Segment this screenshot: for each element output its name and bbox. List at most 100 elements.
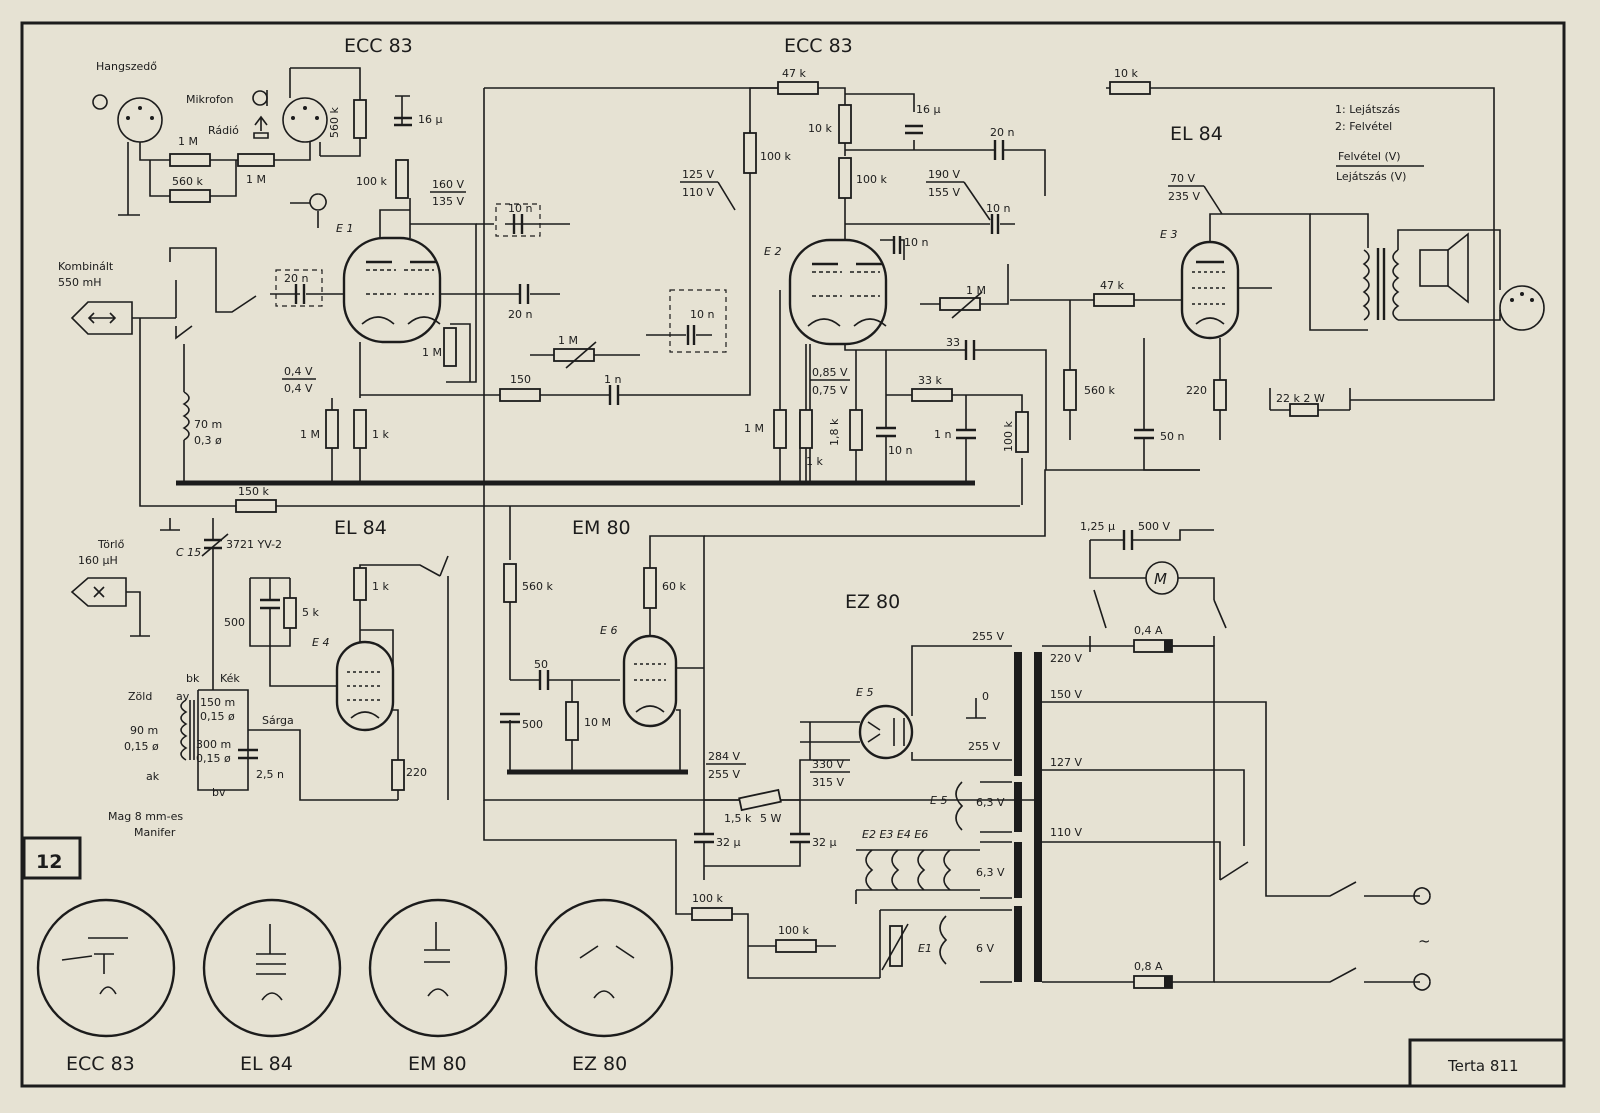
tube-label-el84-output: EL 84 <box>1170 123 1223 145</box>
label-fuse-04a: 0,4 A <box>1134 624 1163 637</box>
label-1n-a: 1 n <box>604 373 621 386</box>
label-220-b: 220 <box>406 766 427 779</box>
label-c15: C 15 <box>176 546 201 559</box>
label-22k-2w: 22 k 2 W <box>1276 392 1325 405</box>
resistor-100k-f <box>775 939 817 953</box>
resistor-220-b <box>391 759 405 791</box>
resistor-1m-c <box>325 409 339 449</box>
resistor-100k-d <box>1015 411 1029 453</box>
page-number: 12 <box>36 851 62 873</box>
combined-head-label: Kombinált <box>58 260 114 273</box>
speaker-icon <box>1419 232 1469 304</box>
resistor-15k-5w <box>738 788 782 812</box>
label-10k-a: 10 k <box>808 122 832 135</box>
tube-e5-designator: E 5 <box>856 686 873 699</box>
resistor-560k-c <box>1063 369 1077 411</box>
label-125v: 125 V <box>682 168 714 181</box>
erase-head-icon <box>70 577 127 607</box>
resistor-1k-c <box>353 567 367 601</box>
label-50: 50 <box>534 658 548 671</box>
label-04v-a: 0,4 V <box>284 365 313 378</box>
label-330v: 330 V <box>812 758 844 771</box>
fuse-04a <box>1133 639 1173 653</box>
label-1m-c: 1 M <box>300 428 320 441</box>
label-coil-70m: 70 m <box>194 418 222 431</box>
label-pot-1m-b: 1 M <box>966 284 986 297</box>
pinout-ez80: EZ 80 <box>534 898 674 1075</box>
label-47k-b: 47 k <box>1100 279 1124 292</box>
label-coil-w2a: 150 m <box>200 696 235 709</box>
label-t6: 6 V <box>976 942 994 955</box>
label-220-a: 220 <box>1186 384 1207 397</box>
resistor-1k-b <box>799 409 813 449</box>
label-heater-e5: E 5 <box>930 794 947 807</box>
label-1n-b: 1 n <box>934 428 951 441</box>
label-p127: 127 V <box>1050 756 1082 769</box>
label-p110: 110 V <box>1050 826 1082 839</box>
label-20n-a: 20 n <box>284 272 308 285</box>
label-560k-a: 560 k <box>172 175 203 188</box>
label-560k-c: 560 k <box>1084 384 1115 397</box>
label-100k-a: 100 k <box>356 175 387 188</box>
combined-head-icon <box>70 301 133 335</box>
combined-head-inductance: 550 mH <box>58 276 101 289</box>
label-t63b: 6,3 V <box>976 866 1005 879</box>
tube-e1: E 1 <box>336 222 442 344</box>
legend-volt-top: Felvétel (V) <box>1338 150 1401 163</box>
label-coil-w3a: 300 m <box>196 738 231 751</box>
label-core-2: Manifer <box>134 826 176 839</box>
label-085v: 0,85 V <box>812 366 848 379</box>
tube-label-ecc83-second: ECC 83 <box>784 35 853 57</box>
pinout-label-el84: EL 84 <box>240 1053 293 1075</box>
tube-e5: E 5 <box>856 686 914 760</box>
tube-e4: E 4 <box>312 636 395 732</box>
label-p220: 220 V <box>1050 652 1082 665</box>
label-20n-b: 20 n <box>508 308 532 321</box>
resistor-100k-c <box>838 157 852 199</box>
pinout-label-ecc83: ECC 83 <box>66 1053 135 1075</box>
label-10n-b: 10 n <box>690 308 714 321</box>
resistor-1m-d <box>443 327 457 367</box>
power-transformer <box>1014 652 1042 982</box>
erase-head-label: Törlő <box>97 538 125 551</box>
label-15k: 1,5 k <box>724 812 752 825</box>
motor-label: M <box>1154 570 1167 588</box>
legend-record: 2: Felvétel <box>1335 120 1392 133</box>
resistor-1m-e <box>773 409 787 449</box>
sheet-border <box>20 21 1566 1088</box>
label-t63a: 6,3 V <box>976 796 1005 809</box>
radio-antenna-icon <box>253 115 269 139</box>
legend-play: 1: Lejátszás <box>1335 103 1400 116</box>
label-255v-a: 255 V <box>708 768 740 781</box>
label-160v: 160 V <box>432 178 464 191</box>
tube-e1-designator: E 1 <box>336 222 353 235</box>
label-110v: 110 V <box>682 186 714 199</box>
label-heaters: E2 E3 E4 E6 <box>862 828 928 841</box>
tube-e3: E 3 <box>1160 228 1240 340</box>
label-25n: 2,5 n <box>256 768 284 781</box>
resistor-47k-b <box>1093 293 1135 307</box>
pinout-el84: EL 84 <box>202 898 342 1075</box>
pinout-label-em80: EM 80 <box>408 1053 467 1075</box>
tube-label-em80: EM 80 <box>572 517 631 539</box>
label-10m: 10 M <box>584 716 611 729</box>
label-100k-d: 100 k <box>1002 421 1015 452</box>
pickup-socket: Hangszedő <box>92 60 163 143</box>
tube-e4-designator: E 4 <box>312 636 329 649</box>
label-284v: 284 V <box>708 750 740 763</box>
label-1k-b: 1 k <box>806 455 823 468</box>
label-bv: bv <box>212 786 226 799</box>
tube-e2-designator: E 2 <box>764 245 781 258</box>
label-125u: 1,25 μ <box>1080 520 1115 533</box>
label-150: 150 <box>510 373 531 386</box>
label-core-1: Mag 8 mm-es <box>108 810 183 823</box>
label-235v: 235 V <box>1168 190 1200 203</box>
label-560k-b: 560 k <box>328 107 341 138</box>
label-p150: 150 V <box>1050 688 1082 701</box>
label-20n-c: 20 n <box>990 126 1014 139</box>
label-5k: 5 k <box>302 606 319 619</box>
pinout-ecc83: ECC 83 <box>36 898 176 1075</box>
page-number-box: 12 <box>22 836 82 880</box>
label-500-b: 500 <box>522 718 543 731</box>
label-1m-e: 1 M <box>744 422 764 435</box>
